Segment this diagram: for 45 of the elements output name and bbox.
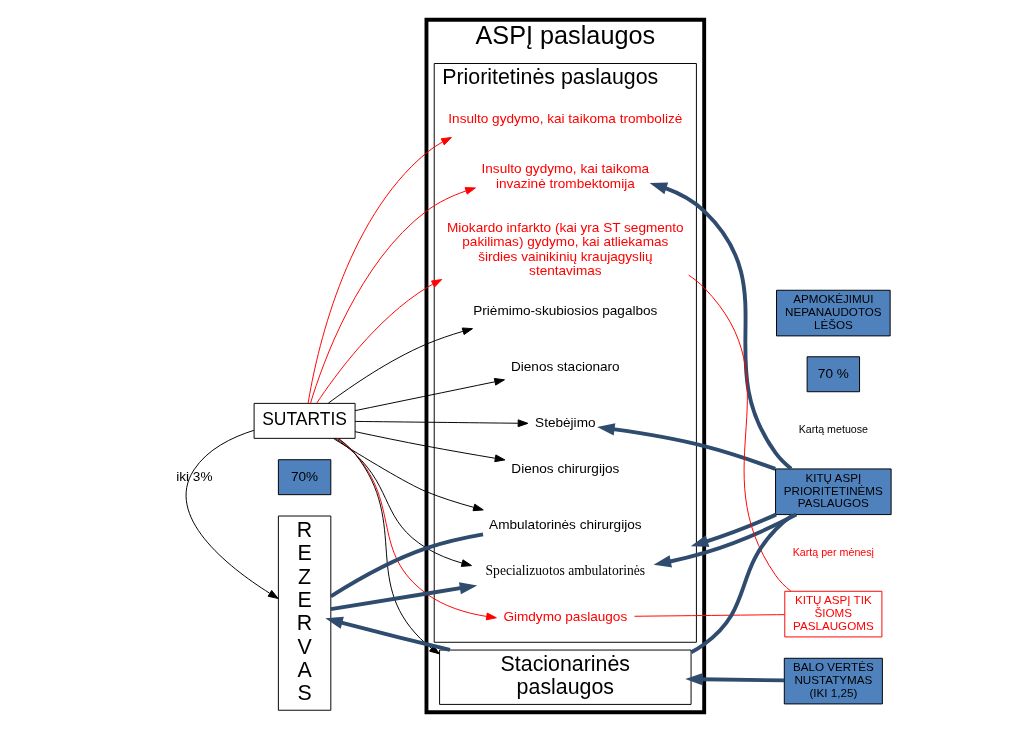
connector xyxy=(689,513,794,654)
arrow xyxy=(653,512,797,568)
node-text: Insulto gydymo, kai taikoma trombolizė xyxy=(447,111,682,127)
arrow xyxy=(354,419,528,428)
edge-label: iki 3% xyxy=(175,468,212,484)
node-box: BALO VERTĖS NUSTATYMAS (IKI 1,25) xyxy=(783,657,883,705)
node-box: SUTARTIS xyxy=(253,402,356,439)
arrow xyxy=(307,136,452,404)
node-box: 70% xyxy=(277,459,331,496)
arrow xyxy=(354,431,505,463)
arrow xyxy=(684,673,784,686)
arrow xyxy=(315,279,442,404)
arrow xyxy=(309,187,476,404)
arrow xyxy=(332,438,484,512)
node-text: Stebėjimo xyxy=(534,415,596,431)
arrow xyxy=(596,423,776,471)
arrow xyxy=(690,512,777,547)
arrow xyxy=(337,438,440,655)
node-text: Priėmimo-skubiosios pagalbos xyxy=(472,302,657,318)
arrow xyxy=(336,437,497,621)
connector xyxy=(633,614,785,617)
node-box: 70 % xyxy=(806,356,860,393)
arrow xyxy=(330,582,477,611)
connector xyxy=(687,274,791,592)
node-text: Insulto gydymo, kai taikoma invazinė trombektomija xyxy=(481,161,649,191)
node-box: APMOKĖJIMUI NEPANAUDOTOS LĖŠOS xyxy=(775,289,891,337)
node-label: Kartą per mėnesį xyxy=(792,545,874,558)
arrow xyxy=(327,327,473,404)
node-box: Stacionarinės paslaugos xyxy=(438,649,692,705)
arrow xyxy=(354,377,505,412)
node-text: Dienos stacionaro xyxy=(510,359,620,375)
node-text: Miokardo infarkto (kai yra ST segmento pakilimas) gydymo, kai atliekamas širdies vainikinių kraujagyslių stentavimas xyxy=(446,219,684,279)
node-box: REZERVAS xyxy=(277,515,331,711)
arrow xyxy=(649,182,792,471)
node-box: KITŲ ASPĮ PRIORITETINĖMS PASLAUGOS xyxy=(774,468,892,516)
arrow xyxy=(324,616,450,652)
node-text: Gimdymo paslaugos xyxy=(502,608,627,624)
connector xyxy=(329,532,483,598)
node-text: Specializuotos ambulatorinės xyxy=(485,562,645,578)
node-text: Dienos chirurgijos xyxy=(510,461,619,477)
node-text: Ambulatorinės chirurgijos xyxy=(488,517,642,533)
arrow xyxy=(185,429,279,599)
node-label: Kartą metuose xyxy=(798,423,868,436)
node-box: KITŲ ASPĮ TIK ŠIOMS PASLAUGOMS xyxy=(783,590,882,638)
arrow xyxy=(334,437,472,567)
